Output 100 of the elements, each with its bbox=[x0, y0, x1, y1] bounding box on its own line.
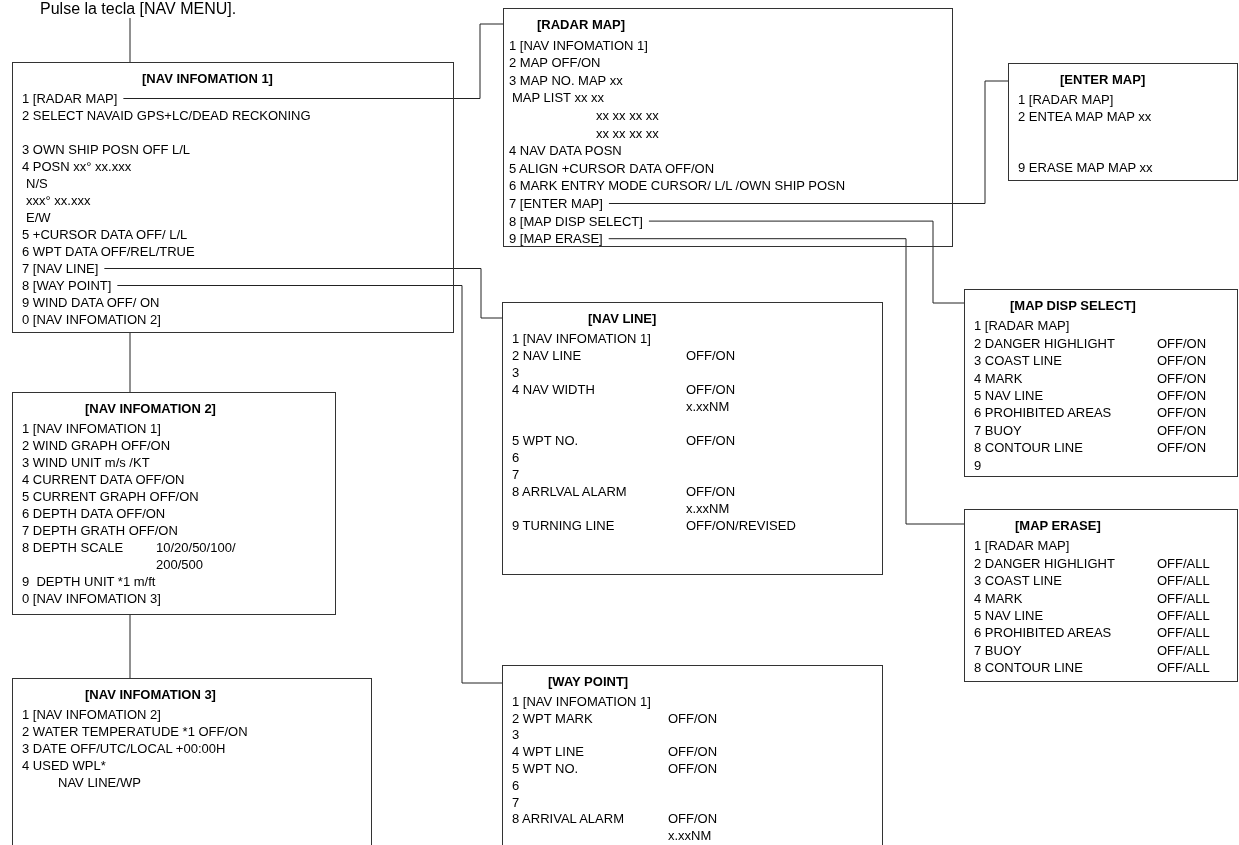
menu-link-item: 1 [RADAR MAP] bbox=[22, 90, 118, 107]
menu-item: 5 +CURSOR DATA OFF/ L/L bbox=[22, 226, 188, 243]
menu-item: 5 NAV LINE bbox=[974, 607, 1044, 624]
menu-item: OFF/ALL bbox=[1157, 607, 1210, 624]
menu-item: 3 DATE OFF/UTC/LOCAL +00:00H bbox=[22, 740, 226, 757]
menu-item: OFF/ON bbox=[1157, 387, 1207, 404]
menu-item: OFF/ON bbox=[1157, 369, 1207, 387]
menu-item: OFF/ALL bbox=[1157, 572, 1210, 590]
menu-item: 9 bbox=[974, 456, 982, 474]
connector-line bbox=[608, 238, 965, 525]
menu-item: OFF/ON/REVISED bbox=[686, 517, 796, 534]
menu-item: 0 [NAV INFOMATION 2] bbox=[22, 311, 161, 328]
menu-item: 2 ENTEA MAP MAP xx bbox=[1018, 108, 1152, 125]
menu-item: 4 CURRENT DATA OFF/ON bbox=[22, 471, 185, 488]
menu-item: 4 POSN xx° xx.xxx bbox=[22, 158, 132, 175]
menu-item: N/S bbox=[26, 175, 48, 192]
menu-item: 4 NAV WIDTH bbox=[512, 381, 595, 398]
menu-item: 8 CONTOUR LINE bbox=[974, 439, 1083, 457]
menu-item: 1 [RADAR MAP] bbox=[1018, 91, 1114, 108]
menu-item: OFF/ON bbox=[668, 709, 718, 727]
menu-item: OFF/ON bbox=[686, 381, 736, 398]
menu-item: 8 ARRLVAL ALARM bbox=[512, 483, 627, 500]
menu-title: [ENTER MAP] bbox=[1060, 71, 1146, 88]
menu-item: 3 OWN SHIP POSN OFF L/L bbox=[22, 141, 191, 158]
menu-item: 7 bbox=[512, 466, 520, 483]
menu-item: 1 [RADAR MAP] bbox=[974, 317, 1070, 335]
menu-item: 9 TURNING LINE bbox=[512, 517, 615, 534]
menu-item: OFF/ON bbox=[1157, 404, 1207, 422]
menu-title: [WAY POINT] bbox=[548, 673, 629, 690]
menu-item: OFF/ON bbox=[1157, 439, 1207, 457]
menu-item: 9 DEPTH UNIT *1 m/ft bbox=[22, 573, 156, 590]
connector-line bbox=[103, 268, 503, 319]
menu-item: x.xxNM bbox=[686, 398, 730, 415]
menu-item: 10/20/50/100/ bbox=[156, 539, 236, 556]
menu-item: OFF/ON bbox=[668, 760, 718, 777]
menu-item: x.xxNM bbox=[668, 827, 712, 845]
menu-title: [NAV INFOMATION 1] bbox=[142, 70, 273, 87]
menu-item: E/W bbox=[26, 209, 51, 226]
menu-item: OFF/ON bbox=[686, 483, 736, 500]
menu-item: OFF/ON bbox=[668, 743, 718, 761]
menu-box bbox=[502, 665, 883, 845]
menu-item: OFF/ON bbox=[686, 347, 736, 364]
menu-item: MAP LIST xx xx bbox=[512, 89, 604, 107]
menu-item: 4 MARK bbox=[974, 369, 1023, 387]
menu-item: 6 DEPTH DATA OFF/ON bbox=[22, 505, 166, 522]
menu-item: 3 MAP NO. MAP xx bbox=[509, 71, 623, 89]
instruction-text: Pulse la tecla [NAV MENU]. bbox=[40, 0, 237, 18]
menu-item: xxx° xx.xxx bbox=[26, 192, 91, 209]
menu-item: 8 CONTOUR LINE bbox=[974, 659, 1083, 677]
menu-item: 7 BUOY bbox=[974, 421, 1022, 439]
menu-item: OFF/ALL bbox=[1157, 624, 1210, 642]
connector-line bbox=[129, 614, 131, 679]
menu-item: 9 WIND DATA OFF/ ON bbox=[22, 294, 160, 311]
menu-item: 4 WPT LINE bbox=[512, 743, 584, 761]
connector-line bbox=[116, 285, 503, 684]
menu-box bbox=[12, 392, 336, 615]
menu-item: 2 MAP OFF/ON bbox=[509, 54, 601, 72]
menu-box bbox=[502, 302, 883, 575]
menu-item: 2 WPT MARK bbox=[512, 709, 593, 727]
menu-item: 1 [NAV INFOMATION 2] bbox=[22, 706, 161, 723]
menu-link-item: 8 [WAY POINT] bbox=[22, 277, 112, 294]
menu-item: 1 [NAV INFOMATION 1] bbox=[512, 692, 651, 710]
connector-line bbox=[648, 220, 965, 304]
menu-item: 4 USED WPL* bbox=[22, 757, 106, 774]
menu-item: xx xx xx xx bbox=[596, 107, 659, 124]
menu-item: 5 CURRENT GRAPH OFF/ON bbox=[22, 488, 199, 505]
menu-box bbox=[503, 8, 953, 247]
menu-item: 6 bbox=[512, 776, 520, 794]
menu-link-item: 7 [ENTER MAP] bbox=[509, 195, 603, 212]
menu-title: [NAV LINE] bbox=[588, 310, 657, 327]
menu-box bbox=[1008, 63, 1238, 181]
menu-item: 2 DANGER HIGHLIGHT bbox=[974, 334, 1115, 352]
menu-item: 5 NAV LINE bbox=[974, 387, 1044, 404]
menu-item: 2 WIND GRAPH OFF/ON bbox=[22, 437, 171, 454]
menu-item: OFF/ALL bbox=[1157, 659, 1210, 677]
menu-item: 2 WATER TEMPERATUDE *1 OFF/ON bbox=[22, 723, 248, 740]
menu-item: 1 [NAV INFOMATION 1] bbox=[512, 330, 651, 347]
menu-item: 2 SELECT NAVAID GPS+LC/DEAD RECKONING bbox=[22, 107, 311, 124]
menu-title: [MAP ERASE] bbox=[1015, 517, 1101, 534]
menu-item: 200/500 bbox=[156, 556, 203, 573]
menu-item: 3 COAST LINE bbox=[974, 572, 1062, 590]
menu-title: [RADAR MAP] bbox=[537, 16, 626, 33]
menu-item: 3 COAST LINE bbox=[974, 352, 1062, 370]
menu-item: OFF/ALL bbox=[1157, 589, 1210, 607]
menu-item: 3 bbox=[512, 364, 520, 381]
menu-item: 6 bbox=[512, 449, 520, 466]
menu-link-item: 7 [NAV LINE] bbox=[22, 260, 99, 277]
connector-line bbox=[608, 80, 1009, 204]
menu-item: 4 NAV DATA POSN bbox=[509, 142, 622, 160]
menu-item: 1 [RADAR MAP] bbox=[974, 537, 1070, 555]
menu-box bbox=[964, 289, 1238, 477]
connector-line bbox=[122, 23, 504, 99]
menu-item: 2 NAV LINE bbox=[512, 347, 582, 364]
menu-title: [MAP DISP SELECT] bbox=[1010, 297, 1136, 314]
menu-item: 3 bbox=[512, 726, 520, 744]
menu-item: OFF/ON bbox=[668, 810, 718, 828]
menu-box bbox=[12, 62, 454, 333]
menu-item: 8 ARRIVAL ALARM bbox=[512, 810, 624, 828]
menu-item: x.xxNM bbox=[686, 500, 730, 517]
menu-item: 9 ERASE MAP MAP xx bbox=[1018, 159, 1153, 176]
